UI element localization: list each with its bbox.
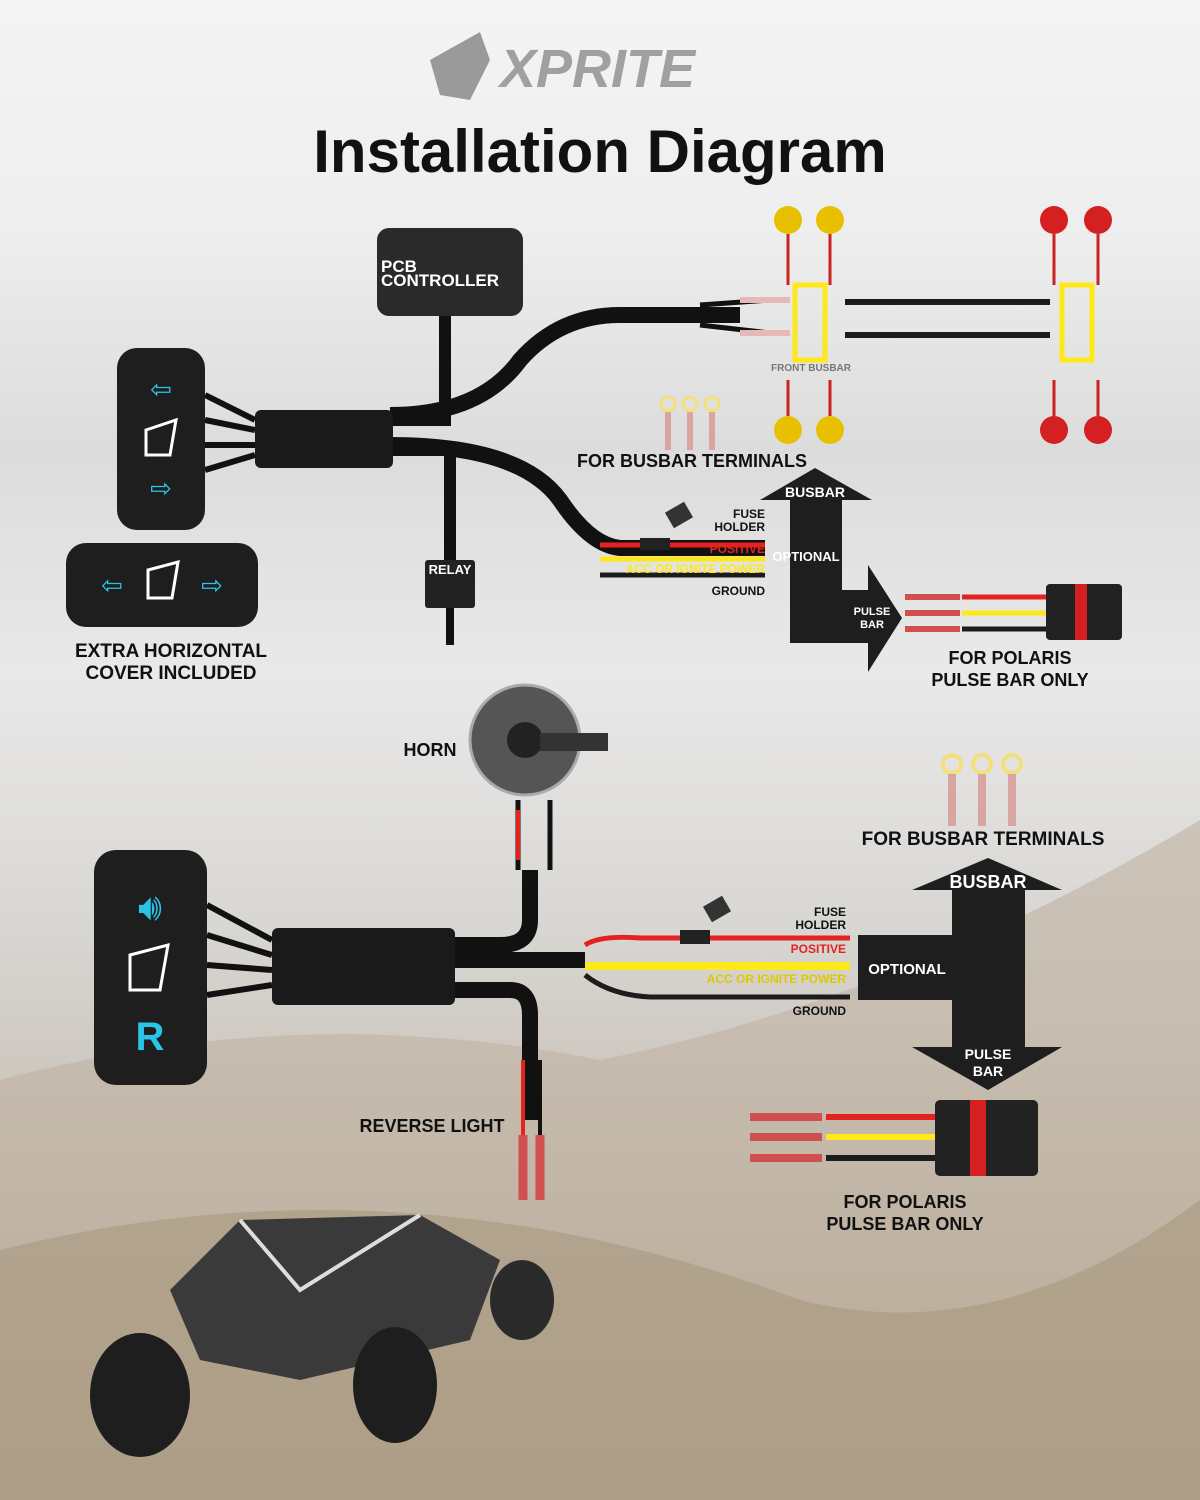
polaris-label-2: PULSE BAR ONLY xyxy=(826,1214,983,1234)
positive-label: POSITIVE xyxy=(710,542,765,556)
polaris-label-1: FOR POLARIS xyxy=(843,1192,966,1212)
optional-label: OPTIONAL xyxy=(772,549,839,564)
xprite-logo-icon xyxy=(128,942,170,992)
reverse-light-label: REVERSE LIGHT xyxy=(359,1116,504,1136)
arrow-left-icon: ⇦ xyxy=(150,374,172,404)
fuse-holder-label-2: HOLDER xyxy=(795,918,846,932)
busbar-arrow-label: BUSBAR xyxy=(785,484,845,500)
busbar-terminals-label: FOR BUSBAR TERMINALS xyxy=(577,451,807,471)
bottom-wiring xyxy=(205,870,850,1200)
marker-lights xyxy=(774,206,1112,444)
amber-light-icon xyxy=(816,206,844,234)
pcb-label-line2: CONTROLLER xyxy=(381,271,499,290)
page-title: Installation Diagram xyxy=(313,118,886,185)
reverse-r-icon: R xyxy=(136,1015,165,1059)
amber-light-icon xyxy=(774,416,802,444)
cover-label-line2: COVER INCLUDED xyxy=(85,663,256,684)
xprite-logo: XPRITE xyxy=(430,32,697,100)
arrow-right-icon: ⇨ xyxy=(201,570,223,600)
rocker-switch-bottom: 🔊︎ R xyxy=(94,850,207,1085)
horn xyxy=(468,683,608,870)
logo-text: XPRITE xyxy=(497,39,697,99)
xprite-logo-icon xyxy=(146,559,180,600)
top-wiring xyxy=(203,297,771,645)
red-light-icon xyxy=(1040,206,1068,234)
busbar-arrow-label: BUSBAR xyxy=(949,872,1026,892)
arrow-right-icon: ⇨ xyxy=(150,473,172,503)
fuse-holder-label-1: FUSE xyxy=(814,905,846,919)
relay-label: RELAY xyxy=(429,562,472,577)
logo-mark-icon xyxy=(430,32,490,100)
positive-label: POSITIVE xyxy=(791,942,846,956)
pulse-bar-label-1: PULSE xyxy=(854,606,891,618)
pcb-label-line1: PCB xyxy=(381,257,417,276)
wire-sleeve xyxy=(255,410,393,468)
optional-label: OPTIONAL xyxy=(868,961,946,978)
optional-arrow: BUSBAR OPTIONAL PULSE BAR xyxy=(760,468,902,672)
polaris-label-1: FOR POLARIS xyxy=(948,648,1071,668)
red-light-icon xyxy=(1084,206,1112,234)
pulse-bar-label-2: BAR xyxy=(973,1063,1003,1079)
rocker-switch-vertical: ⇦ ⇨ xyxy=(117,348,205,530)
front-busbar: FRONT BUSBAR xyxy=(740,282,1095,374)
red-light-icon xyxy=(1084,416,1112,444)
rocker-switch-horizontal-cover: ⇦ ⇨ xyxy=(66,543,258,627)
acc-label: ACC OR IGNITE POWER xyxy=(707,972,847,986)
horn-speaker-icon: 🔊︎ xyxy=(138,887,162,929)
ring-terminals xyxy=(659,395,721,450)
cover-label-line1: EXTRA HORIZONTAL xyxy=(75,641,267,662)
wire-sleeve xyxy=(272,928,455,1005)
amber-light-icon xyxy=(816,416,844,444)
ring-terminals-bottom xyxy=(941,753,1023,826)
busbar-terminals-label-bottom: FOR BUSBAR TERMINALS xyxy=(862,829,1105,850)
fuse-holder-label-2: HOLDER xyxy=(714,520,765,534)
relay: RELAY xyxy=(425,560,475,608)
polaris-label-2: PULSE BAR ONLY xyxy=(931,670,1088,690)
pcb-controller: PCB CONTROLLER xyxy=(377,228,523,316)
ground-label: GROUND xyxy=(712,584,766,598)
pulse-bar-connector-bottom xyxy=(750,1100,1038,1176)
arrow-left-icon: ⇦ xyxy=(101,570,123,600)
xprite-logo-icon xyxy=(144,417,178,457)
pulse-bar-label-1: PULSE xyxy=(965,1046,1012,1062)
amber-light-icon xyxy=(774,206,802,234)
red-light-icon xyxy=(1040,416,1068,444)
optional-arrow-bottom: BUSBAR OPTIONAL PULSE BAR xyxy=(858,858,1062,1090)
pulse-bar-label-2: BAR xyxy=(860,619,884,631)
acc-label: ACC OR IGNITE POWER xyxy=(626,562,766,576)
pulse-bar-connector xyxy=(905,584,1122,640)
utv-vehicle-image xyxy=(90,1213,554,1457)
front-busbar-label: FRONT BUSBAR xyxy=(771,363,852,374)
fuse-holder-label-1: FUSE xyxy=(733,507,765,521)
horn-label: HORN xyxy=(404,740,457,760)
ground-label: GROUND xyxy=(793,1004,847,1018)
